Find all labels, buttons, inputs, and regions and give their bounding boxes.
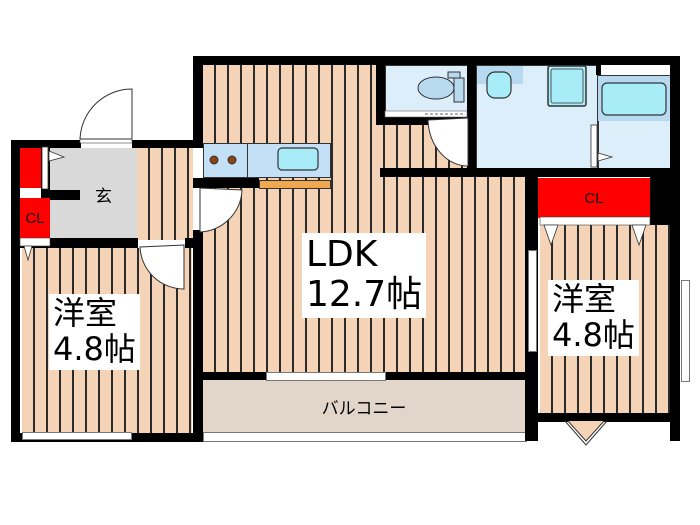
washroom-door-icon xyxy=(427,117,469,167)
east-room-side-window xyxy=(528,250,537,352)
ldk-hall-door-icon xyxy=(199,187,243,233)
wall xyxy=(185,238,203,248)
east-closet: CL xyxy=(538,178,650,218)
wall xyxy=(650,177,670,225)
wall xyxy=(525,413,680,422)
stove-icon xyxy=(209,155,237,165)
balcony: バルコニー xyxy=(203,380,525,432)
wall xyxy=(11,140,20,442)
west-room-size: 4.8帖 xyxy=(53,329,136,368)
west-closet-upper xyxy=(20,148,41,188)
ldk-size: 12.7帖 xyxy=(306,274,423,316)
wall xyxy=(385,117,467,125)
front-door-icon xyxy=(79,88,133,144)
kitchen-divider xyxy=(247,143,248,178)
washbasin-icon xyxy=(477,66,523,99)
toilet-icon xyxy=(417,71,465,103)
west-closet-label: CL xyxy=(25,209,45,227)
ldk-name: LDK xyxy=(306,234,378,275)
balcony-railing xyxy=(203,432,527,442)
wall xyxy=(11,140,81,148)
west-room-name: 洋室 xyxy=(53,294,118,332)
ldk-balcony-window xyxy=(266,372,386,381)
toilet-door-icon xyxy=(384,110,468,118)
wall xyxy=(50,190,80,200)
bay-window-icon xyxy=(564,420,608,446)
wall xyxy=(376,65,385,125)
wall xyxy=(132,140,196,148)
wall xyxy=(193,230,203,440)
balcony-label: バルコニー xyxy=(321,398,407,419)
wall xyxy=(467,65,476,170)
east-room-size: 4.8帖 xyxy=(552,315,635,354)
east-room-window xyxy=(681,280,690,382)
kitchen-back-counter xyxy=(259,180,331,189)
entrance-label: 玄 xyxy=(95,187,112,207)
entrance-door-icon xyxy=(41,146,66,190)
hall-floor xyxy=(137,148,193,240)
east-room-name: 洋室 xyxy=(552,280,617,318)
ldk-top-window xyxy=(193,148,196,178)
west-closet: CL xyxy=(20,198,50,238)
east-closet-door-icon xyxy=(539,216,651,247)
washing-machine-pan-icon xyxy=(547,65,587,107)
wall xyxy=(596,65,601,75)
west-closet-door-icon xyxy=(19,237,51,262)
wall xyxy=(670,56,680,441)
wall xyxy=(20,238,138,248)
bath-door-icon xyxy=(590,124,614,168)
east-closet-label: CL xyxy=(584,189,604,207)
wall xyxy=(193,178,259,188)
west-room-door-icon xyxy=(139,244,185,290)
west-room-window xyxy=(22,432,132,440)
wall xyxy=(380,168,670,177)
bathtub-icon xyxy=(598,76,670,121)
east-room-label: 洋室 4.8帖 xyxy=(548,280,639,356)
wall xyxy=(193,56,203,148)
west-room-label: 洋室 4.8帖 xyxy=(49,294,140,370)
sink-icon xyxy=(277,147,319,171)
ldk-label: LDK 12.7帖 xyxy=(302,233,427,318)
wall xyxy=(193,56,680,65)
